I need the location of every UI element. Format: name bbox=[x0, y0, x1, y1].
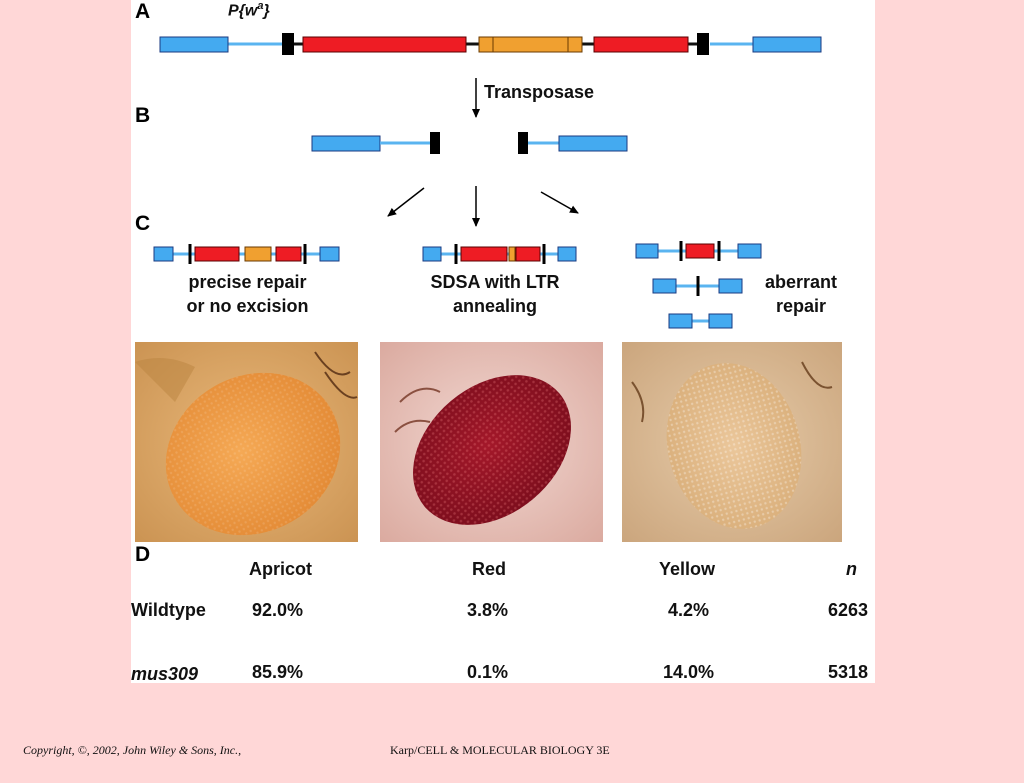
outcome-aberrant-line1: aberrant bbox=[764, 272, 838, 292]
white-gene-red-right bbox=[593, 36, 689, 53]
element-pwa-construct bbox=[159, 33, 822, 55]
wildtype-red: 3.8% bbox=[467, 600, 509, 620]
precise-repair-construct bbox=[153, 244, 340, 264]
outcome-precise-line1: precise repair bbox=[188, 272, 307, 292]
outcome-sdsa-line2: annealing bbox=[452, 296, 537, 316]
mus309-n: 5318 bbox=[828, 662, 869, 682]
mus309-apricot: 85.9% bbox=[252, 662, 304, 682]
right-flank-exon bbox=[752, 36, 822, 53]
mus309-yellow: 14.0% bbox=[663, 662, 715, 682]
left-flank-exon bbox=[159, 36, 229, 53]
element-label-superscript: a bbox=[257, 0, 264, 12]
right-ltr-block bbox=[697, 33, 709, 55]
figure-panel bbox=[131, 0, 875, 683]
header-apricot: Apricot bbox=[249, 559, 312, 579]
left-ltr-block bbox=[282, 33, 294, 55]
aberrant-repair-constructs bbox=[635, 241, 762, 329]
copyright-text: Copyright, ©, 2002, John Wiley & Sons, I… bbox=[23, 743, 242, 757]
outcome-aberrant-line2: repair bbox=[775, 296, 827, 316]
wildtype-n: 6263 bbox=[828, 600, 869, 620]
white-gene-red-left bbox=[302, 36, 467, 53]
panel-label-b: B bbox=[135, 104, 151, 127]
sdsa-construct bbox=[422, 244, 577, 264]
red-eye-photo bbox=[380, 342, 603, 542]
outcome-sdsa-line1: SDSA with LTR bbox=[430, 272, 560, 292]
wildtype-apricot: 92.0% bbox=[252, 600, 304, 620]
element-label-suffix: } bbox=[263, 2, 270, 20]
row-label-mus309: mus309 bbox=[131, 664, 199, 684]
outcome-precise-repair: precise repair or no excision bbox=[160, 270, 335, 318]
mus309-red: 0.1% bbox=[467, 662, 509, 682]
header-yellow: Yellow bbox=[659, 559, 716, 579]
transposon-diagram bbox=[153, 33, 822, 329]
panel-label-a: A bbox=[135, 0, 151, 23]
header-red: Red bbox=[472, 559, 507, 579]
header-n: n bbox=[846, 559, 857, 579]
excision-gap bbox=[311, 132, 628, 154]
copia-insert-orange bbox=[478, 36, 583, 53]
outcome-aberrant: aberrant repair bbox=[752, 270, 850, 318]
arrow-right bbox=[540, 191, 579, 214]
element-label-prefix: P{w bbox=[228, 2, 258, 20]
row-label-wildtype: Wildtype bbox=[131, 600, 206, 620]
wildtype-yellow: 4.2% bbox=[668, 600, 710, 620]
book-title: Karp/CELL & MOLECULAR BIOLOGY 3E bbox=[390, 743, 610, 757]
panel-label-d: D bbox=[135, 543, 151, 566]
yellow-eye-photo bbox=[622, 342, 842, 542]
outcome-precise-line2: or no excision bbox=[186, 296, 309, 316]
apricot-eye-photo bbox=[135, 342, 358, 542]
transposase-label: Transposase bbox=[484, 82, 595, 102]
outcome-sdsa: SDSA with LTR annealing bbox=[405, 270, 585, 318]
arrow-left bbox=[387, 187, 425, 217]
element-label: P{wa} bbox=[228, 0, 270, 20]
panel-label-c: C bbox=[135, 212, 151, 235]
